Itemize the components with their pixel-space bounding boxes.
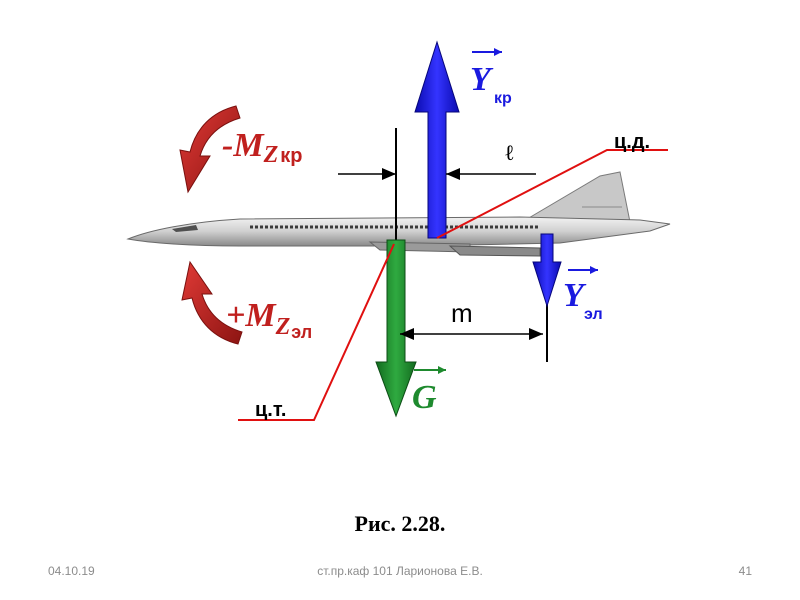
elevator-lift-label: Y эл — [563, 266, 603, 323]
arm-m-label: m — [451, 298, 473, 328]
figure-caption: Рис. 2.28. — [354, 511, 446, 536]
svg-text:Y: Y — [470, 61, 494, 98]
arm-l-dimension — [338, 168, 536, 180]
elevator-moment-arc-icon — [181, 260, 243, 345]
wing-moment-arc-icon — [179, 105, 241, 194]
aircraft-silhouette — [126, 171, 671, 257]
footer-author: ст.пр.каф 101 Ларионова Е.В. — [317, 564, 483, 578]
svg-text:кр: кр — [494, 90, 512, 107]
wing-lift-label: Y кр — [470, 48, 512, 107]
footer-date: 04.10.19 — [48, 564, 95, 578]
svg-text:+MZэл: +MZэл — [226, 297, 312, 342]
arm-m-dimension — [400, 328, 543, 340]
center-pressure-label: ц.д. — [614, 131, 650, 153]
gravity-arrow — [375, 239, 417, 418]
svg-text:G: G — [412, 379, 437, 416]
svg-text:Y: Y — [563, 277, 587, 314]
slide-number: 41 — [738, 564, 752, 578]
svg-text:эл: эл — [584, 306, 603, 323]
arm-l-label: ℓ — [504, 140, 515, 165]
elevator-moment-label: +MZэл — [226, 297, 312, 342]
elevator-lift-arrow — [532, 233, 562, 308]
center-gravity-leader — [238, 243, 395, 421]
wing-lift-arrow — [414, 40, 460, 239]
gravity-label: G — [412, 366, 446, 416]
center-gravity-label: ц.т. — [255, 399, 286, 421]
center-pressure-leader — [436, 149, 668, 239]
